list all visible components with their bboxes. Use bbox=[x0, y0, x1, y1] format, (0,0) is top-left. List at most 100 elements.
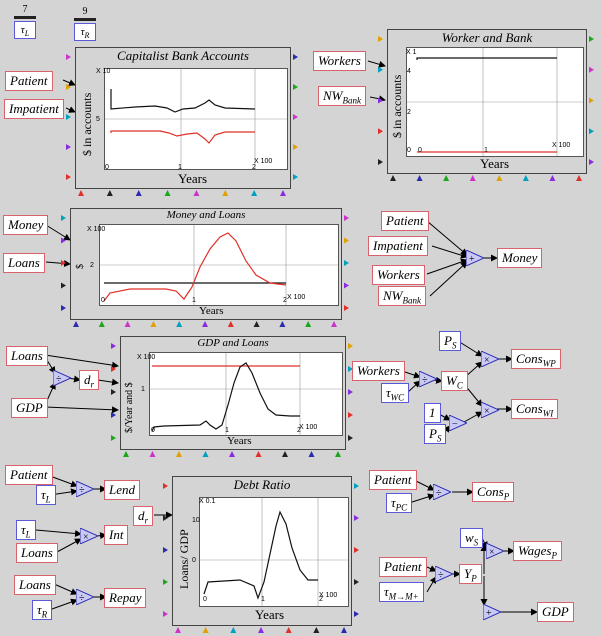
var-money[interactable]: Money bbox=[3, 215, 49, 235]
svg-text:−: − bbox=[452, 419, 458, 430]
port-marker bbox=[293, 174, 298, 180]
var-impatient[interactable]: Impatient bbox=[368, 236, 428, 256]
var-int[interactable]: Int bbox=[104, 525, 129, 545]
var-y-p[interactable]: YP bbox=[459, 564, 482, 584]
var-gdp-output[interactable]: GDP bbox=[537, 602, 574, 622]
port-marker bbox=[313, 627, 320, 633]
multiply-operator-conswp[interactable]: × bbox=[481, 351, 499, 367]
plot-area bbox=[199, 497, 349, 607]
port-marker bbox=[280, 190, 286, 196]
param-tau-m-m-plus[interactable]: τM→M+ bbox=[379, 582, 424, 602]
param-slider[interactable] bbox=[74, 18, 96, 21]
var-loans[interactable]: Loans bbox=[14, 575, 56, 595]
x-multiplier: X 100 bbox=[319, 592, 338, 599]
sum-operator-money[interactable]: + bbox=[466, 250, 484, 266]
var-patient[interactable]: Patient bbox=[381, 211, 429, 231]
var-wages-p[interactable]: WagesP bbox=[513, 541, 562, 561]
divide-operator-consp[interactable]: ÷ bbox=[433, 484, 451, 500]
subtract-operator[interactable]: − bbox=[449, 415, 467, 431]
sum-operator-gdp[interactable]: + bbox=[483, 604, 501, 620]
y-axis-label: $ in accounts bbox=[80, 92, 94, 156]
port-marker bbox=[378, 128, 383, 135]
param-slider[interactable] bbox=[14, 16, 36, 19]
x-axis-label: Years bbox=[255, 607, 285, 622]
multiply-operator-wages[interactable]: × bbox=[486, 543, 504, 559]
var-d-r[interactable]: dr bbox=[79, 370, 100, 390]
const-one[interactable]: 1 bbox=[424, 403, 441, 423]
port-marker bbox=[175, 627, 181, 633]
x-tick-2: 2 bbox=[297, 427, 301, 434]
plot-capitalist-bank-accounts[interactable]: Capitalist Bank Accounts X 10 0 1 2 X 10… bbox=[75, 47, 291, 189]
svg-text:×: × bbox=[489, 547, 495, 558]
var-lend[interactable]: Lend bbox=[104, 480, 140, 500]
svg-text:×: × bbox=[83, 532, 89, 543]
var-cons-p[interactable]: ConsP bbox=[472, 482, 515, 502]
divide-operator-yp[interactable]: ÷ bbox=[435, 566, 453, 582]
var-nw-bank[interactable]: NWBank bbox=[378, 286, 426, 306]
param-p-s[interactable]: PS bbox=[424, 424, 447, 444]
port-marker bbox=[589, 97, 594, 104]
var-patient[interactable]: Patient bbox=[379, 557, 427, 577]
plot-money-and-loans[interactable]: Money and Loans X 100 2 0 1 2 X 100 Year… bbox=[70, 208, 342, 320]
port-marker bbox=[331, 321, 337, 327]
plot-area bbox=[406, 47, 584, 157]
svg-text:÷: ÷ bbox=[79, 593, 85, 604]
param-tau-l[interactable]: 7 τL bbox=[14, 4, 36, 44]
port-marker bbox=[111, 435, 116, 441]
param-tau-r[interactable]: 9 τR bbox=[74, 6, 96, 46]
port-marker bbox=[589, 36, 594, 42]
svg-text:÷: ÷ bbox=[438, 570, 444, 581]
var-money-output[interactable]: Money bbox=[497, 248, 543, 268]
var-patient[interactable]: Patient bbox=[369, 470, 417, 490]
y-tick-4: 4 bbox=[407, 68, 411, 75]
multiply-operator-int[interactable]: × bbox=[80, 528, 98, 544]
param-tau-l[interactable]: τL bbox=[16, 520, 36, 540]
x-tick-0: 0 bbox=[418, 147, 422, 154]
param-w-s[interactable]: wS bbox=[460, 528, 484, 548]
var-workers[interactable]: Workers bbox=[372, 265, 425, 285]
param-tau-pc[interactable]: τPC bbox=[386, 493, 413, 513]
x-tick-0: 0 bbox=[203, 596, 207, 603]
plot-area bbox=[104, 68, 288, 170]
port-marker bbox=[253, 321, 260, 327]
port-marker bbox=[378, 97, 383, 104]
var-repay[interactable]: Repay bbox=[104, 588, 147, 608]
var-cons-wi[interactable]: ConsWI bbox=[511, 399, 559, 419]
x-multiplier: X 100 bbox=[287, 294, 306, 301]
var-workers[interactable]: Workers bbox=[313, 51, 366, 71]
divide-operator-wc[interactable]: ÷ bbox=[419, 371, 437, 387]
plot-debt-ratio[interactable]: Debt Ratio X 0.1 10 0 0 1 2 X 100 Years … bbox=[172, 476, 352, 626]
var-patient[interactable]: Patient bbox=[5, 465, 53, 485]
plot-title: Debt Ratio bbox=[233, 477, 291, 492]
param-tau-l[interactable]: τL bbox=[36, 485, 56, 505]
x-multiplier: X 100 bbox=[552, 142, 571, 149]
param-tau-r[interactable]: τR bbox=[32, 600, 53, 620]
param-tau-wc[interactable]: τWC bbox=[381, 383, 410, 403]
x-tick-0: 0 bbox=[151, 427, 155, 434]
port-marker bbox=[106, 190, 113, 196]
x-axis-label: Years bbox=[480, 156, 510, 171]
divide-operator-lend[interactable]: ÷ bbox=[76, 481, 94, 497]
var-cons-wp[interactable]: ConsWP bbox=[511, 349, 561, 369]
divide-operator-repay[interactable]: ÷ bbox=[76, 589, 94, 605]
svg-text:+: + bbox=[469, 254, 475, 265]
port-marker bbox=[285, 627, 292, 633]
plot-gdp-and-loans[interactable]: GDP and Loans X 100 1 0 1 2 X 100 Years … bbox=[120, 336, 346, 450]
var-workers[interactable]: Workers bbox=[352, 361, 405, 381]
param-p-s[interactable]: PS bbox=[439, 331, 462, 351]
var-patient[interactable]: Patient bbox=[5, 71, 53, 91]
var-w-c[interactable]: WC bbox=[441, 371, 468, 391]
var-loans[interactable]: Loans bbox=[16, 543, 58, 563]
var-impatient[interactable]: Impatient bbox=[4, 99, 64, 119]
var-d-r[interactable]: dr bbox=[133, 506, 154, 526]
multiply-operator-conswi[interactable]: × bbox=[481, 402, 499, 418]
svg-text:÷: ÷ bbox=[436, 488, 442, 499]
var-gdp[interactable]: GDP bbox=[11, 398, 48, 418]
plot-worker-and-bank[interactable]: Worker and Bank X 1 4 2 0 0 1 X 100 Year… bbox=[387, 29, 587, 174]
var-loans[interactable]: Loans bbox=[3, 253, 45, 273]
y-multiplier: X 100 bbox=[87, 226, 106, 233]
port-marker bbox=[416, 175, 423, 181]
var-loans[interactable]: Loans bbox=[6, 346, 48, 366]
divide-operator-dr[interactable]: ÷ bbox=[53, 370, 71, 386]
var-nw-bank[interactable]: NWBank bbox=[318, 86, 366, 106]
